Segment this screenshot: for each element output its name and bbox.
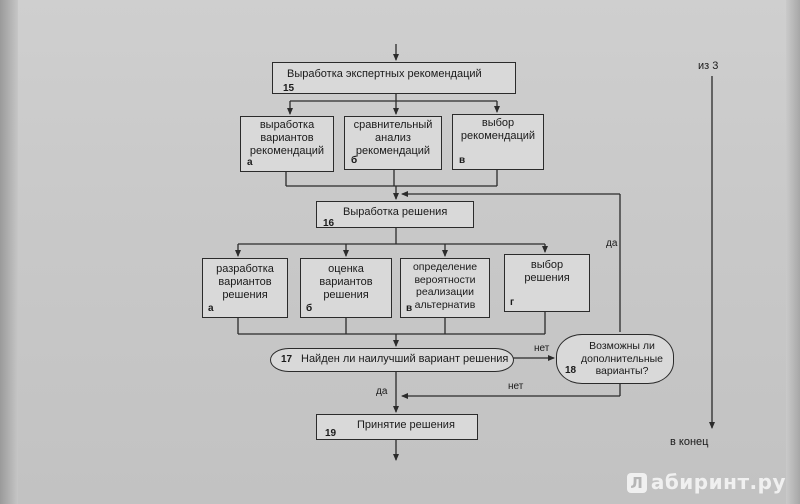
page-shadow-right — [786, 0, 800, 504]
step-15b-letter: б — [351, 155, 358, 166]
step-15c-letter: в — [459, 155, 466, 166]
step-18-question: Возможны ли дополнительные варианты? — [580, 340, 664, 377]
step-17-question: Найден ли наилучший вариант решения — [301, 353, 509, 365]
step-16c-box: определение вероятности реализации альте… — [400, 258, 490, 318]
edge-label-yes-loop: да — [606, 238, 618, 249]
step-15-box: Выработка экспертных рекомендаций 15 — [272, 62, 516, 94]
step-16a-letter: а — [208, 303, 214, 314]
edge-label-no-17: нет — [534, 343, 550, 354]
step-18-decision: Возможны ли дополнительные варианты? 18 — [556, 334, 674, 384]
step-16d-letter: г — [510, 297, 515, 308]
step-17-number: 17 — [281, 354, 293, 365]
labirint-watermark-text: абиринт.ру — [650, 470, 786, 494]
step-16b-box: оценка вариантов решения б — [300, 258, 392, 318]
labirint-logo-icon: Л — [626, 473, 647, 493]
step-15b-text: сравнительный анализ рекомендаций — [353, 119, 433, 157]
step-16c-text: определение вероятности реализации альте… — [412, 261, 478, 311]
step-18-number: 18 — [565, 365, 577, 376]
step-19-number: 19 — [325, 428, 337, 439]
step-15a-text: выработка вариантов рекомендаций — [249, 119, 325, 157]
step-15a-box: выработка вариантов рекомендаций а — [240, 116, 334, 172]
step-16d-box: выбор решения г — [504, 254, 590, 312]
step-16a-text: разработка вариантов решения — [216, 263, 274, 301]
step-17-decision: 17 Найден ли наилучший вариант решения — [270, 348, 514, 372]
step-15b-box: сравнительный анализ рекомендаций б — [344, 116, 442, 170]
step-16-title: Выработка решения — [343, 206, 448, 218]
step-16a-box: разработка вариантов решения а — [202, 258, 288, 318]
edge-label-no-18: нет — [508, 381, 524, 392]
side-to-label: в конец — [670, 436, 709, 448]
step-16-box: Выработка решения 16 — [316, 201, 474, 229]
step-15-title: Выработка экспертных рекомендаций — [287, 68, 482, 80]
step-16c-letter: в — [406, 303, 413, 314]
side-from-label: из 3 — [698, 60, 719, 72]
step-16b-text: оценка вариантов решения — [319, 263, 373, 301]
page-shadow-left — [0, 0, 18, 504]
step-19-box: Принятие решения 19 — [316, 414, 478, 440]
step-16b-letter: б — [306, 303, 313, 314]
step-15c-text: выбор рекомендаций — [460, 117, 536, 142]
step-15-number: 15 — [283, 83, 295, 94]
step-16d-text: выбор решения — [524, 259, 570, 284]
step-15c-box: выбор рекомендаций в — [452, 114, 544, 170]
step-15a-letter: а — [247, 157, 253, 168]
edge-label-yes-17: да — [376, 386, 388, 397]
step-19-title: Принятие решения — [357, 419, 455, 431]
step-16-number: 16 — [323, 218, 335, 229]
